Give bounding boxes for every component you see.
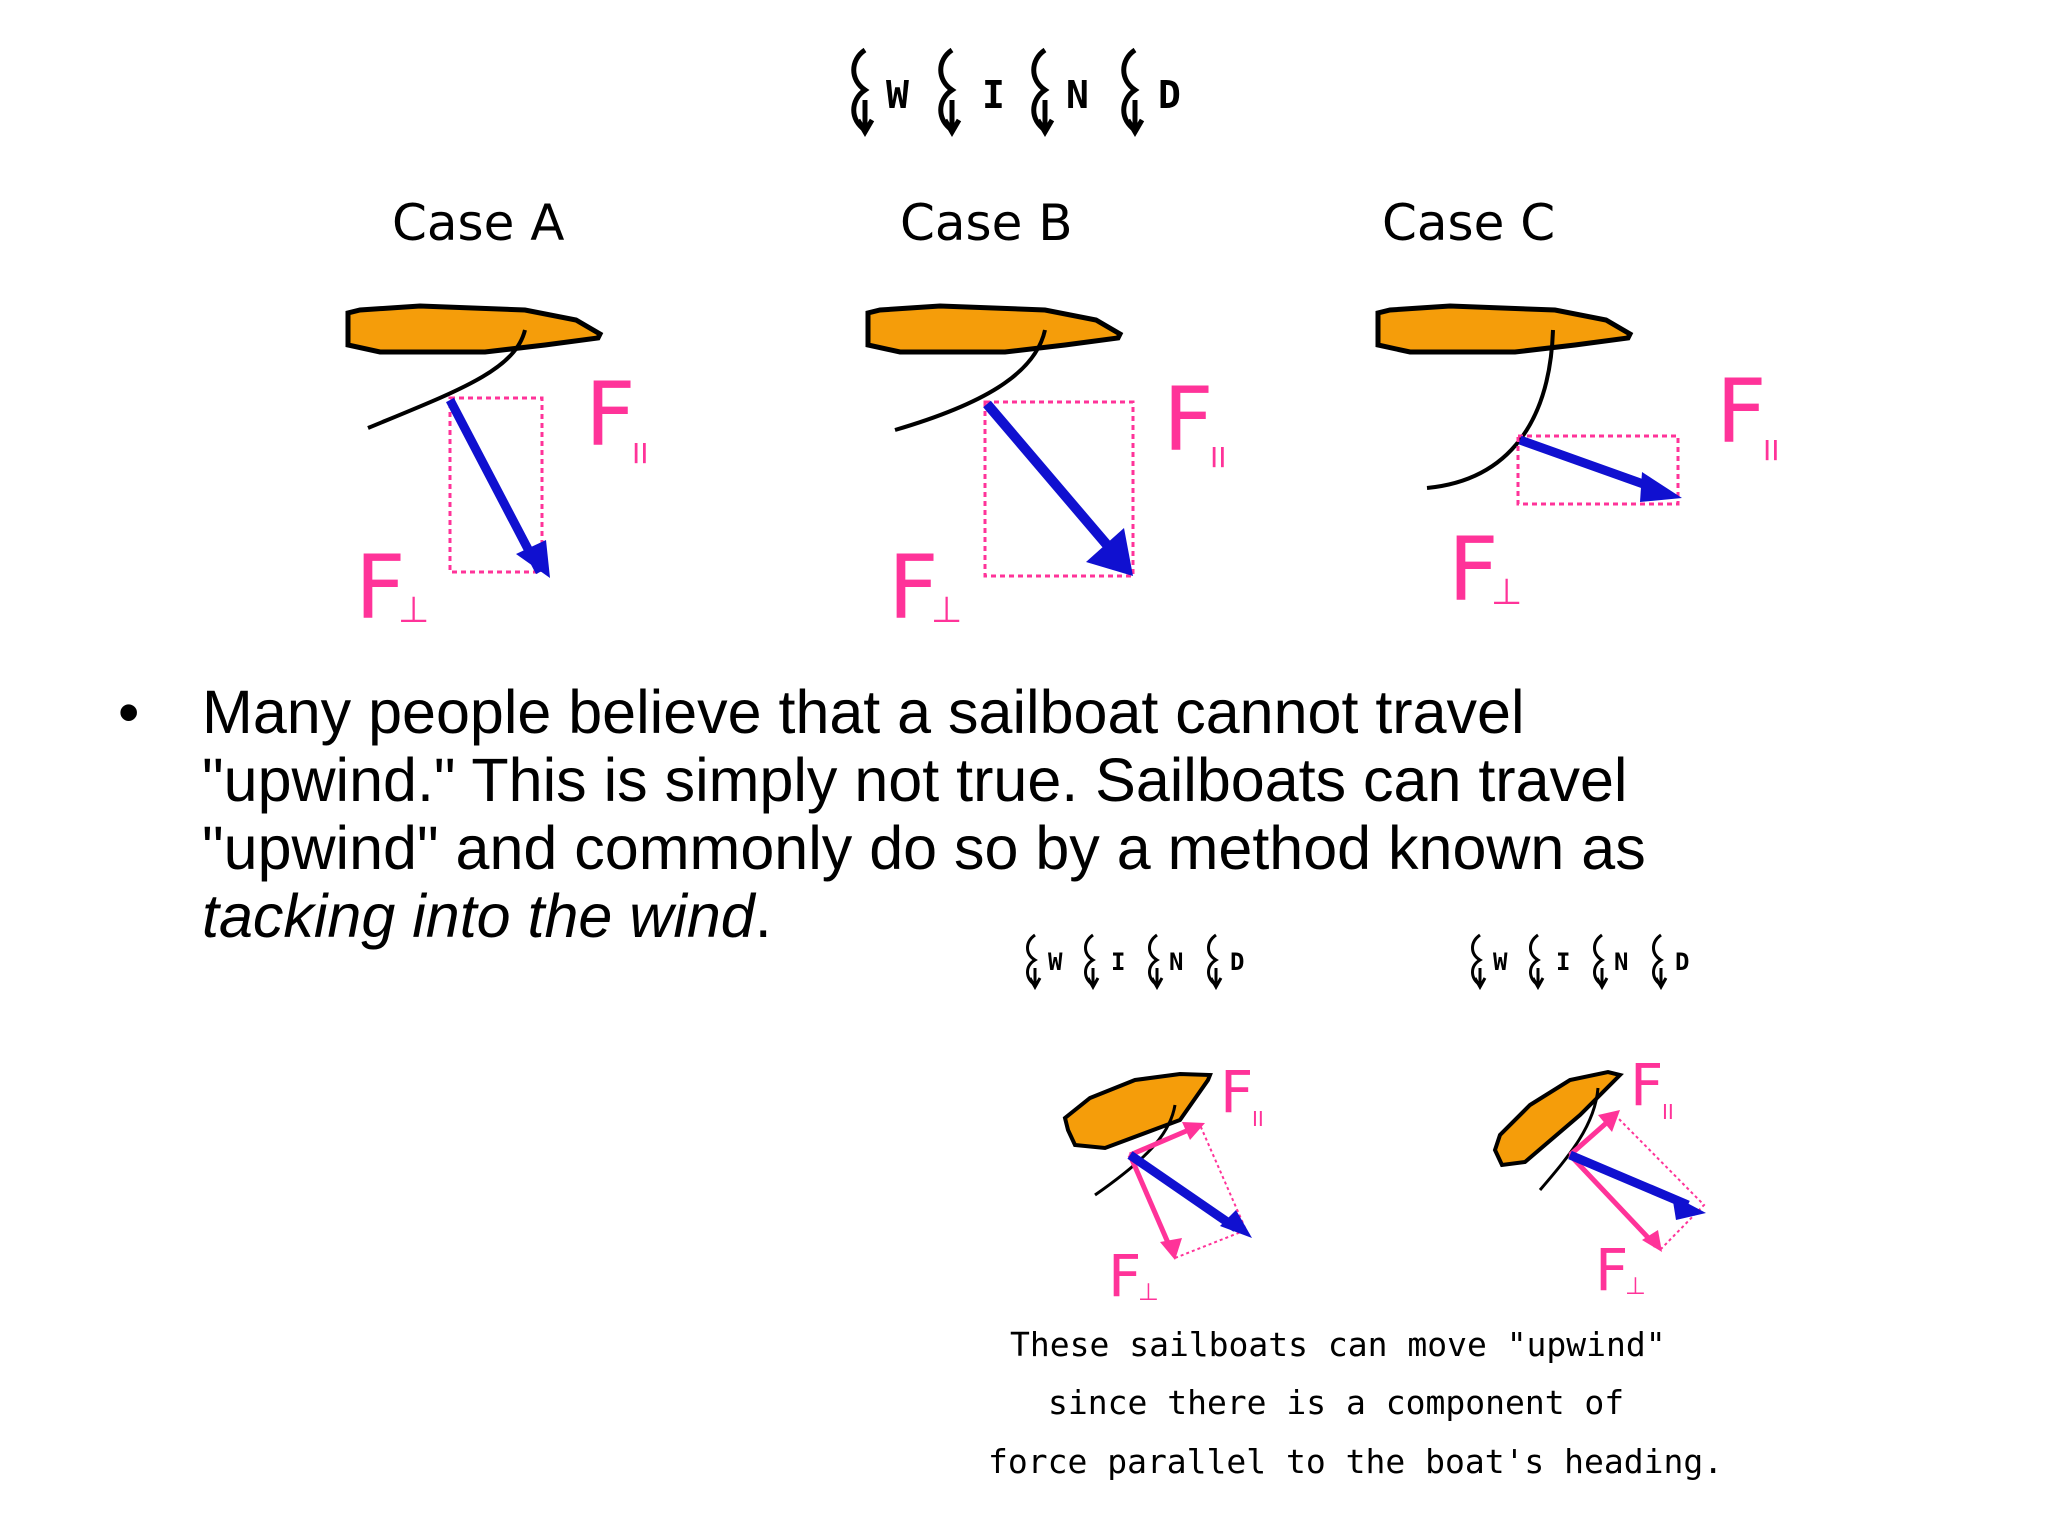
sail-line [367, 329, 527, 430]
net-force-arrowhead [516, 540, 550, 578]
sailboat-hull [1492, 1069, 1624, 1168]
caption-line-2: since there is a component of [1048, 1383, 1624, 1422]
sailboat-hull [1062, 1071, 1213, 1151]
case-c-diagram: Case C F II F ⊥ [1375, 194, 1780, 621]
component-box [983, 400, 1135, 578]
case-b-label: Case B [900, 194, 1073, 252]
wind-letter-i: I [1556, 948, 1570, 976]
sail-line [894, 329, 1047, 432]
case-c-label: Case C [1382, 194, 1555, 252]
bullet-line-4: tacking into the wind. [202, 882, 1982, 950]
perp-component-arrow [1568, 1153, 1658, 1248]
case-b-diagram: Case B F II F ⊥ [865, 194, 1227, 639]
bullet-line-1: Many people believe that a sailboat cann… [202, 678, 1525, 746]
component-parallelogram [1568, 1113, 1706, 1252]
net-force-arrowhead [1640, 472, 1682, 502]
bullet-text: Many people believe that a sailboat cann… [202, 678, 1982, 950]
f-perp-subscript: ⊥ [931, 590, 962, 631]
net-force-arrow [1568, 1150, 1690, 1210]
sail-line [1538, 1087, 1600, 1191]
f-perp-label: F [355, 536, 406, 639]
wind-letter-n: N [1169, 948, 1183, 976]
wind-letter-w: W [886, 73, 909, 117]
wind-letter-d: D [1158, 73, 1181, 117]
net-force-arrow [1518, 435, 1662, 495]
f-perp-subscript: ⊥ [1491, 572, 1522, 613]
f-parallel-subscript: II [1252, 1107, 1264, 1131]
f-parallel-label: F [1163, 368, 1214, 471]
f-parallel-subscript: II [632, 437, 649, 470]
f-parallel-subscript: II [1210, 441, 1227, 474]
f-perp-subscript: ⊥ [398, 590, 429, 631]
net-force-arrowhead [1672, 1195, 1706, 1220]
tacking-boat-right: F II F ⊥ [1492, 1051, 1706, 1304]
sailboat-hull [865, 303, 1124, 355]
wind-letter-i: I [982, 73, 1005, 117]
parallel-arrowhead [1598, 1110, 1620, 1132]
bullet-line-3: "upwind" and commonly do so by a method … [202, 814, 1646, 882]
f-parallel-subscript: II [1662, 1100, 1674, 1124]
f-perp-subscript: ⊥ [1138, 1278, 1159, 1306]
f-perp-label: F [1108, 1242, 1141, 1310]
sail-line [1426, 329, 1555, 490]
case-a-label: Case A [392, 194, 564, 252]
sailboat-hull [1375, 303, 1634, 355]
bullet-line-2: "upwind." This is simply not true. Sailb… [202, 746, 1628, 814]
wind-letter-w: W [1493, 948, 1508, 976]
net-force-arrow [446, 397, 544, 575]
wind-letter-d: D [1675, 948, 1689, 976]
caption-line-3: force parallel to the boat's heading. [988, 1442, 1723, 1481]
f-parallel-label: F [1220, 1058, 1253, 1126]
wind-letter-n: N [1066, 73, 1089, 117]
component-box [1516, 434, 1680, 506]
wind-letter-w: W [1048, 948, 1063, 976]
component-box [448, 396, 544, 574]
net-force-arrow [983, 400, 1129, 570]
wind-letter-i: I [1111, 948, 1125, 976]
caption-line-1: These sailboats can move "upwind" [1010, 1325, 1666, 1364]
tacking-boat-left: F II F ⊥ [1062, 1058, 1264, 1310]
parallel-arrowhead [1182, 1122, 1205, 1140]
net-force-arrowhead [1220, 1210, 1252, 1238]
parallel-component-arrow [1568, 1116, 1614, 1157]
f-parallel-label: F [1716, 360, 1767, 463]
f-parallel-label: F [585, 363, 636, 466]
line-4-end: . [754, 882, 772, 950]
f-perp-subscript: ⊥ [1625, 1272, 1646, 1300]
net-force-arrowhead [1086, 528, 1133, 576]
f-perp-label: F [1448, 518, 1499, 621]
case-a-diagram: Case A F II F ⊥ [345, 194, 649, 639]
perp-component-arrow [1127, 1154, 1175, 1253]
wind-label-top: W I N D [851, 47, 1181, 137]
wind-letter-n: N [1614, 948, 1628, 976]
italic-term: tacking into the wind [202, 882, 755, 950]
f-parallel-subscript: II [1763, 434, 1780, 467]
caption: These sailboats can move "upwind" since … [988, 1325, 1723, 1481]
wind-label-small-left: W I N D [1026, 933, 1244, 991]
sailboat-hull [345, 303, 604, 355]
f-perp-label: F [1595, 1236, 1628, 1304]
perp-arrowhead [1642, 1230, 1662, 1252]
net-force-arrow [1127, 1151, 1239, 1232]
f-perp-label: F [888, 536, 939, 639]
bullet-dot: • [118, 678, 140, 746]
perp-arrowhead [1160, 1238, 1182, 1260]
wind-label-small-right: W I N D [1471, 933, 1689, 991]
wind-letter-d: D [1230, 948, 1244, 976]
f-parallel-label: F [1630, 1051, 1663, 1119]
